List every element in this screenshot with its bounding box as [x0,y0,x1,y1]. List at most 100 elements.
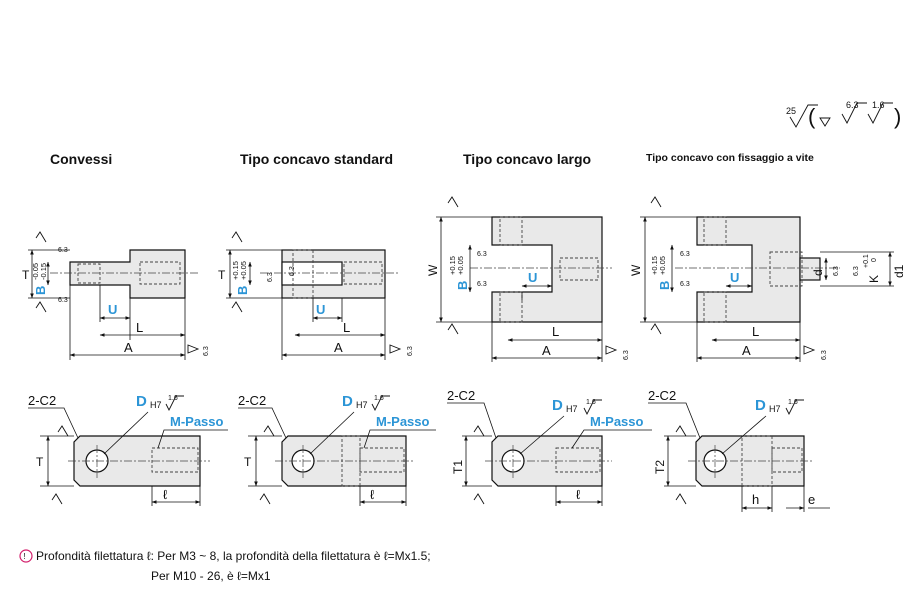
thread-leader [363,429,436,449]
dim-label-U: U [316,302,325,317]
bore-leader [309,411,355,455]
roughness-value: 6.3 [821,350,828,360]
drawing-concavo-largo-top: W B +0.15 +0.05 6.3 6.3 U L A 6.3 [426,196,630,362]
hidden-hole [499,291,523,323]
dim-label-T: T [36,455,44,469]
column-title-concavo-vite: Tipo concavo con fissaggio a vite [646,152,814,164]
hidden-hole [77,263,101,284]
note-line-2: Per M10 - 26, è ℓ=Mx1 [151,569,271,583]
dim-label-U: U [730,270,739,285]
dim-label-T: T [244,455,252,469]
note-line-1: Profondità filettatura ℓ: Per M3 ~ 8, la… [36,549,431,563]
dim-label-T: T [218,268,226,282]
dim-label-L: L [552,324,559,339]
dim-tol-B2: -0.15 [39,263,48,280]
roughness-icon [51,493,63,505]
roughness-icon [259,493,271,505]
bore-fit-H7: H7 [566,404,578,414]
chamfer-label: 2-C2 [447,388,475,403]
dim-label-L: L [752,324,759,339]
roughness-value: 1.6 [374,395,384,402]
drawing-concavo-vite-bottom: T2 2-C2 D H7 1.6 h e [648,388,830,512]
bore-fit-H7: H7 [150,400,162,410]
dim-label-W: W [629,264,643,276]
bore-label-D: D [755,397,766,414]
roughness-icon [35,301,47,313]
roughness-header: 25 ( 6.3 1.6 ) [786,100,901,129]
column-title-concavo-largo: Tipo concavo largo [463,151,591,167]
chamfer-label: 2-C2 [648,388,676,403]
dim-label-U: U [108,302,117,317]
chamfer-label: 2-C2 [238,393,266,408]
roughness-value: 1.6 [586,399,596,406]
roughness-icon [389,344,402,354]
roughness-symbol-icon [371,395,390,412]
dim-label-B: B [657,281,672,290]
dim-tol-B: +0.15 [448,256,457,275]
roughness-icon [605,345,618,355]
drawing-concavo-largo-bottom: T1 2-C2 D H7 1.6 M-Passo ℓ [447,388,652,506]
roughness-value: 6.3 [833,266,840,276]
hidden-thread [139,261,181,285]
roughness-icon [447,196,459,208]
roughness-value: 6.3 [680,251,690,258]
drawing-convessi-bottom: T 2-C2 D H7 1.6 M-Passo ℓ [28,393,228,506]
roughness-symbol-icon [867,102,893,124]
dim-label-L: L [136,320,143,335]
roughness-icon [473,493,485,505]
roughness-value: 6.3 [58,247,68,254]
thread-depth-note: ! Profondità filettatura ℓ: Per M3 ~ 8, … [19,549,431,583]
part-body [69,249,186,299]
part-body [696,216,801,323]
thread-label-M: M-Passo [590,414,644,429]
dim-tol-B2: +0.05 [658,256,667,275]
hidden-hole [292,249,314,299]
hidden-bore [769,251,803,287]
roughness-general-value: 25 [786,106,796,116]
dim-label-A: A [334,340,343,355]
hidden-hole [703,216,727,246]
chamfer-leader [238,407,287,439]
roughness-symbol-icon [789,104,818,128]
thread-leader [571,429,652,449]
dim-tol-B: +0.15 [231,261,240,280]
bore-label-D: D [342,393,353,410]
dim-label-B: B [455,281,470,290]
roughness-value: 1.6 [168,395,178,402]
roughness-value: 6.3 [203,346,210,356]
part-body [73,435,201,487]
roughness-value: 6.3 [477,281,487,288]
bore-label-D: D [552,397,563,414]
roughness-value-b: 1.6 [872,100,885,110]
roughness-icon [231,231,243,243]
column-title-convessi: Convessi [50,151,112,167]
hidden-thread [151,447,199,473]
dim-label-L: L [343,320,350,335]
screw-boss [799,257,821,281]
hidden-thread [771,447,803,473]
chamfer-leader [648,402,701,439]
roughness-symbol-icon [841,102,867,124]
warning-mark: ! [24,552,26,561]
thread-label-M: M-Passo [170,414,224,429]
drawing-convessi-top: T B -0.05 -0.15 6.3 6.3 U L A 6.3 [22,231,210,360]
column-title-concavo-standard: Tipo concavo standard [240,151,393,167]
dim-label-U: U [528,270,537,285]
dim-tol-B2: +0.05 [239,261,248,280]
drawing-concavo-standard-top: T B +0.15 +0.05 6.3 6.3 U L A 6.3 [218,231,414,360]
roughness-triangle-icon [819,117,831,127]
dim-tol-K: +0.1 [863,254,870,268]
thread-leader [157,429,228,449]
thread-label-M: M-Passo [376,414,430,429]
dim-tol-B: +0.15 [650,256,659,275]
dim-label-B: B [33,286,48,295]
roughness-symbol-icon [583,399,602,416]
bore-fit-H7: H7 [769,404,781,414]
roughness-icon [231,301,243,313]
roughness-value: 6.3 [853,266,860,276]
warning-circle-icon [19,549,33,563]
bore-label-D: D [136,393,147,410]
dim-label-l: ℓ [576,487,581,502]
dim-label-T: T [22,268,30,282]
